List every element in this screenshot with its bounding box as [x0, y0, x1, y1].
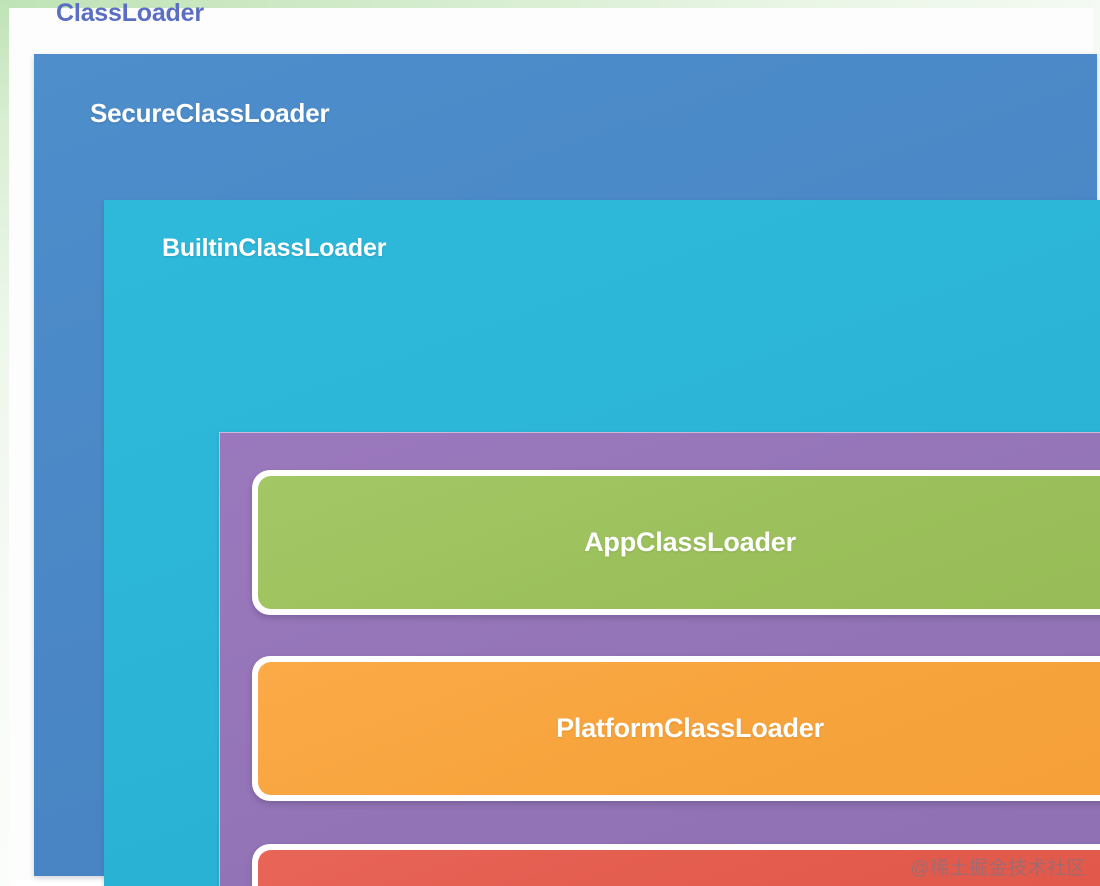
builtinclassloader-container: BuiltinClassLoader AppClassLoader Platfo… — [104, 200, 1100, 886]
secureclassloader-label: SecureClassLoader — [90, 98, 330, 128]
bootclassloader-box: BootClassLoader — [252, 844, 1100, 886]
secureclassloader-container: SecureClassLoader BuiltinClassLoader App… — [34, 54, 1100, 886]
platformclassloader-box: PlatformClassLoader — [252, 656, 1100, 801]
classloader-label: ClassLoader — [56, 0, 204, 27]
builtinclassloader-label: BuiltinClassLoader — [162, 234, 387, 262]
appclassloader-box: AppClassLoader — [252, 470, 1100, 615]
appclassloader-fill: AppClassLoader — [258, 476, 1100, 609]
appclassloader-label: AppClassLoader — [584, 527, 796, 557]
platformclassloader-fill: PlatformClassLoader — [258, 662, 1100, 795]
left-green-rim — [0, 0, 9, 886]
top-green-rim — [0, 0, 1100, 9]
platformclassloader-label: PlatformClassLoader — [556, 713, 824, 743]
bootclassloader-fill: BootClassLoader — [258, 850, 1100, 886]
classloader-container: ClassLoader SecureClassLoader BuiltinCla… — [9, 0, 1100, 886]
watermark-text: @稀土掘金技术社区 — [910, 858, 1086, 879]
